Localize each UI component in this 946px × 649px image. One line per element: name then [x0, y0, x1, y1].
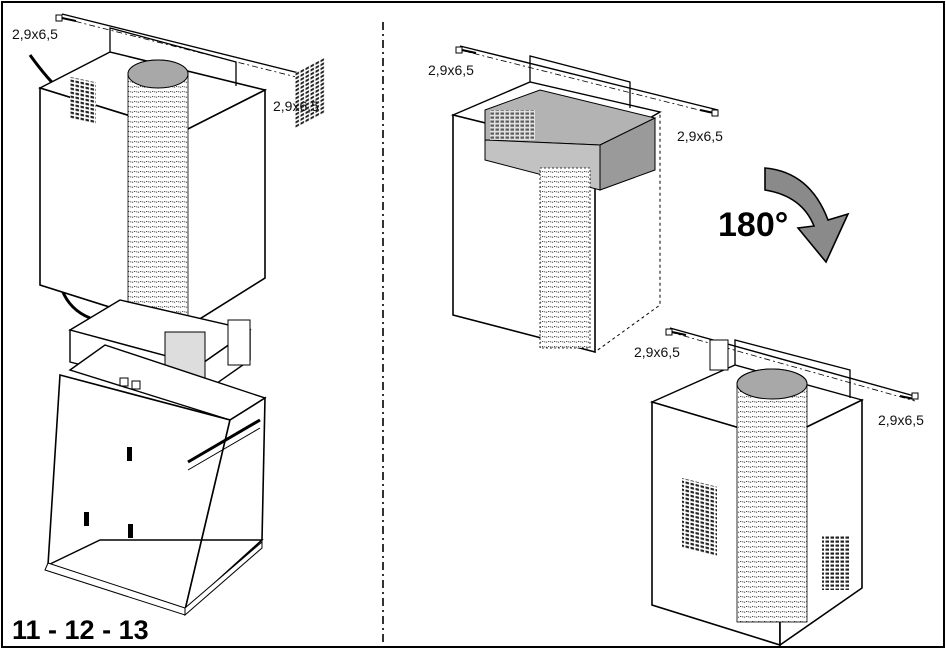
screw-label: 2,9x6,5	[428, 62, 474, 78]
screw-icon	[55, 14, 77, 22]
left-hood-assembly	[28, 13, 325, 617]
screw-icon	[899, 392, 919, 400]
screw-label: 2,9x6,5	[273, 98, 319, 114]
step-label: 11 - 12 - 13	[12, 615, 149, 645]
screw-label: 2,9x6,5	[634, 344, 680, 360]
rotation-label: 180°	[718, 206, 789, 244]
right-bottom-hood-assembly	[649, 327, 919, 647]
screw-icon	[455, 46, 477, 54]
rotation-arrow-icon	[764, 167, 850, 264]
screw-label: 2,9x6,5	[878, 412, 924, 428]
screw-label: 2,9x6,5	[12, 26, 58, 42]
screw-icon	[665, 328, 687, 336]
screw-icon	[699, 109, 719, 117]
screw-label: 2,9x6,5	[677, 128, 723, 144]
right-top-hood-assembly	[450, 45, 719, 354]
